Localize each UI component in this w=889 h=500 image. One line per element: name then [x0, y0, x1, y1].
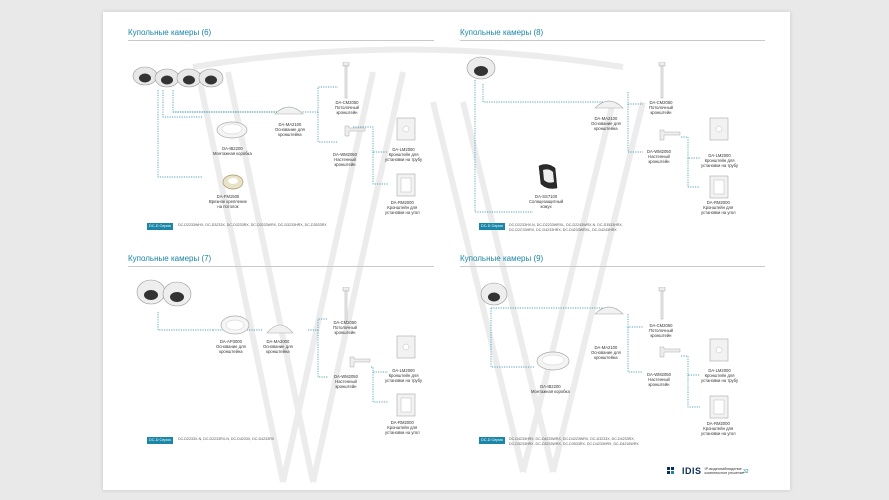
model-list-s6: DC-D2233WHX, DC-D3233X, DC-D3233RX, DC-D… [178, 223, 327, 227]
catalog-page: Купольные камеры (6) [103, 12, 790, 490]
model-list-s9: DC-D4233HRX, DC-D4233WRX, DC-D4223WRX, D… [509, 437, 639, 446]
section-title-8: Купольные камеры (8) [460, 28, 544, 37]
pole-mount-lm2000 [396, 117, 416, 141]
series-badge-s8: DC-D Серия [479, 223, 505, 230]
ceiling-mount-cm2050 [342, 287, 350, 322]
sun-shield-ss7100 [538, 164, 558, 189]
divider [128, 266, 434, 267]
idis-watermark [192, 46, 646, 483]
pole-mount-lm2000 [709, 117, 729, 141]
divider [128, 40, 434, 41]
section-title-6: Купольные камеры (6) [128, 28, 212, 37]
model-list-s8: DC-D2233HX-N, DC-D2233WRXL, DC-D2243WRX-… [509, 223, 623, 232]
mounting-box-ib2200 [216, 121, 248, 139]
logo-wordmark: IDIS [682, 466, 702, 476]
mount-adapter-ma2100 [594, 100, 624, 109]
ceiling-mount-cm2050 [658, 62, 666, 99]
mount-adapter-ma2000 [266, 324, 294, 334]
flush-mount-fm1500 [222, 174, 244, 190]
ceiling-mount-cm2050 [658, 287, 666, 320]
divider [460, 266, 765, 267]
model-list-s7: DC-D2233X-N, DC-D2233RX-N, DC-D4233X, DC… [178, 437, 275, 441]
dome-camera-9 [480, 282, 508, 306]
dome-cameras-group-6 [132, 66, 224, 88]
corner-mount-rm2000 [396, 173, 416, 197]
wall-mount-wm2050 [659, 346, 681, 358]
dome-camera-8 [466, 56, 496, 80]
pole-mount-lm2000 [396, 335, 416, 359]
adapter-plate-ap3000 [220, 315, 250, 335]
mount-adapter-ma2100 [594, 306, 624, 315]
wall-mount-wm2050 [349, 356, 371, 368]
mount-adapter-ma2100 [274, 106, 304, 115]
dome-cameras-group-7 [136, 279, 192, 307]
connector-lines [157, 80, 700, 408]
series-badge-s6: DC-D Серия [147, 223, 173, 230]
divider [460, 40, 765, 41]
series-badge-s9: DC-D Серия [479, 437, 505, 444]
series-badge-s7: DC-D Серия [147, 437, 173, 444]
corner-mount-rm2000 [396, 393, 416, 417]
idis-logo-mark-icon [667, 467, 674, 474]
section-title-9: Купольные камеры (9) [460, 254, 544, 263]
wall-mount-wm2050 [659, 129, 681, 141]
page-number: 32 [743, 469, 749, 475]
ceiling-mount-cm2050 [342, 62, 350, 99]
wall-mount-wm2050 [344, 125, 366, 137]
corner-mount-rm2000 [709, 175, 729, 199]
pole-mount-lm2000 [709, 338, 729, 362]
section-title-7: Купольные камеры (7) [128, 254, 212, 263]
mounting-box-ib2200 [536, 351, 570, 371]
corner-mount-rm2000 [709, 395, 729, 419]
